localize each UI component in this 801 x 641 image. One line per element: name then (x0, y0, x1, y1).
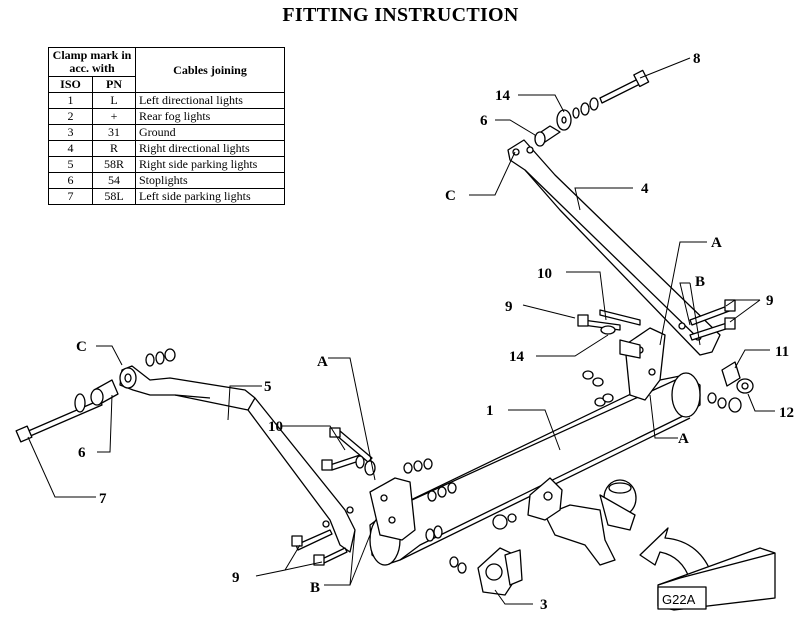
right-arm-part-4 (507, 139, 721, 356)
desc-cell: Right directional lights (135, 140, 285, 157)
callout-10: 10 (537, 266, 552, 282)
callout-4: 4 (641, 181, 649, 197)
callout-10: 10 (268, 419, 283, 435)
callout-5: 5 (264, 379, 272, 395)
desc-cell: Left side parking lights (135, 188, 285, 205)
callout-6: 6 (480, 113, 488, 129)
table-row: 4 R Right directional lights (47, 140, 285, 157)
callout-7: 7 (99, 491, 107, 507)
header-pn: PN (92, 76, 136, 93)
right-fastener-group (577, 299, 754, 413)
towball (492, 477, 637, 566)
callout-a: A (317, 354, 328, 370)
desc-cell: Right side parking lights (135, 156, 285, 173)
page-title: FITTING INSTRUCTION (282, 4, 519, 26)
leader-lines (27, 57, 775, 605)
callout-9: 9 (505, 299, 513, 315)
socket-plate-part-3 (477, 547, 523, 596)
callout-c: C (76, 339, 87, 355)
callout-b: B (310, 580, 320, 596)
left-bracket-a (369, 477, 416, 541)
iso-cell: 4 (47, 140, 94, 157)
left-arm-part-5 (119, 365, 356, 553)
right-bracket-a (619, 327, 666, 401)
callout-9: 9 (766, 293, 774, 309)
callout-1: 1 (486, 403, 494, 419)
cable-joining-table: Clamp mark in acc. with Cables joining I… (47, 47, 285, 205)
top-bolt-assembly (534, 69, 650, 147)
callout-14: 14 (509, 349, 525, 365)
iso-cell: 7 (47, 188, 94, 205)
header-clamp-mark: Clamp mark in acc. with (48, 47, 136, 77)
callout-11: 11 (775, 344, 789, 360)
callout-6: 6 (78, 445, 86, 461)
pn-cell: 58R (92, 156, 136, 173)
callout-8: 8 (693, 51, 701, 67)
callout-9: 9 (232, 570, 240, 586)
table-row: 5 58R Right side parking lights (47, 156, 285, 173)
callout-14: 14 (495, 88, 511, 104)
table-row: 6 54 Stoplights (47, 172, 285, 189)
callout-a: A (711, 235, 722, 251)
callout-12: 12 (779, 405, 794, 421)
callout-3: 3 (540, 597, 548, 613)
callout-a: A (678, 431, 689, 447)
callout-b: B (695, 274, 705, 290)
table-row: 7 58L Left side parking lights (47, 188, 285, 205)
badge-text: G22A (662, 592, 696, 607)
table-row: 2 + Rear fog lights (47, 108, 285, 125)
model-badge: G22A (657, 547, 776, 611)
left-fastener-group (291, 427, 467, 574)
callout-c: C (445, 188, 456, 204)
left-bolt-assembly (15, 348, 176, 443)
